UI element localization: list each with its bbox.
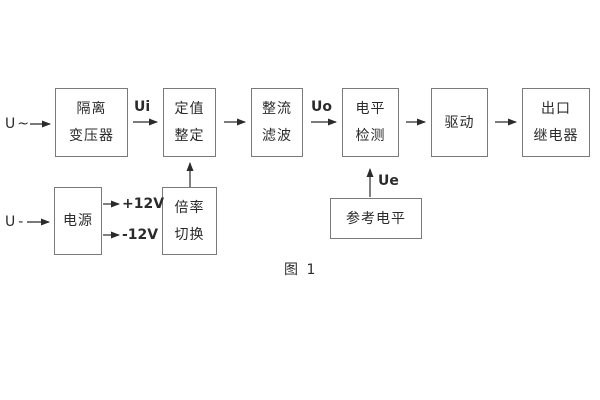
block-label: 变压器: [69, 128, 114, 144]
block-label: 电平: [355, 101, 386, 117]
block-label: 倍率: [174, 199, 205, 216]
block-label: 继电器: [533, 128, 579, 144]
block-level-detection: 电平 检测: [342, 88, 399, 157]
label-input-dc: U-: [5, 214, 27, 230]
block-reference-level: 参考电平: [330, 198, 422, 239]
figure-caption: 图 1: [284, 262, 318, 278]
block-label: 整流: [262, 101, 292, 117]
block-label: 电源: [63, 213, 93, 229]
block-label: 参考电平: [346, 210, 406, 227]
block-output-relay: 出口 继电器: [522, 88, 590, 157]
block-label: 切换: [174, 226, 205, 243]
block-label: 整定: [174, 128, 205, 144]
block-ratio-switch: 倍率 切换: [162, 187, 217, 255]
label-signal-ue: Ue: [378, 173, 399, 189]
block-isolation-transformer: 隔离 变压器: [55, 88, 128, 157]
block-label: 定值: [174, 101, 205, 117]
block-label: 检测: [355, 128, 386, 144]
label-signal-uo: Uo: [311, 99, 332, 115]
block-label: 滤波: [262, 128, 292, 144]
label-signal-ui: Ui: [134, 99, 151, 115]
block-power-supply: 电源: [54, 187, 102, 255]
label-input-ac: U~: [5, 116, 31, 132]
block-label: 出口: [541, 101, 571, 117]
block-label: 驱动: [444, 114, 475, 131]
block-value-setting: 定值 整定: [163, 88, 216, 157]
label-rail-pos: +12V: [122, 196, 165, 212]
block-label: 隔离: [76, 101, 107, 117]
block-driver: 驱动: [431, 88, 488, 157]
block-rectifier-filter: 整流 滤波: [251, 88, 303, 157]
label-rail-neg: -12V: [122, 227, 159, 243]
